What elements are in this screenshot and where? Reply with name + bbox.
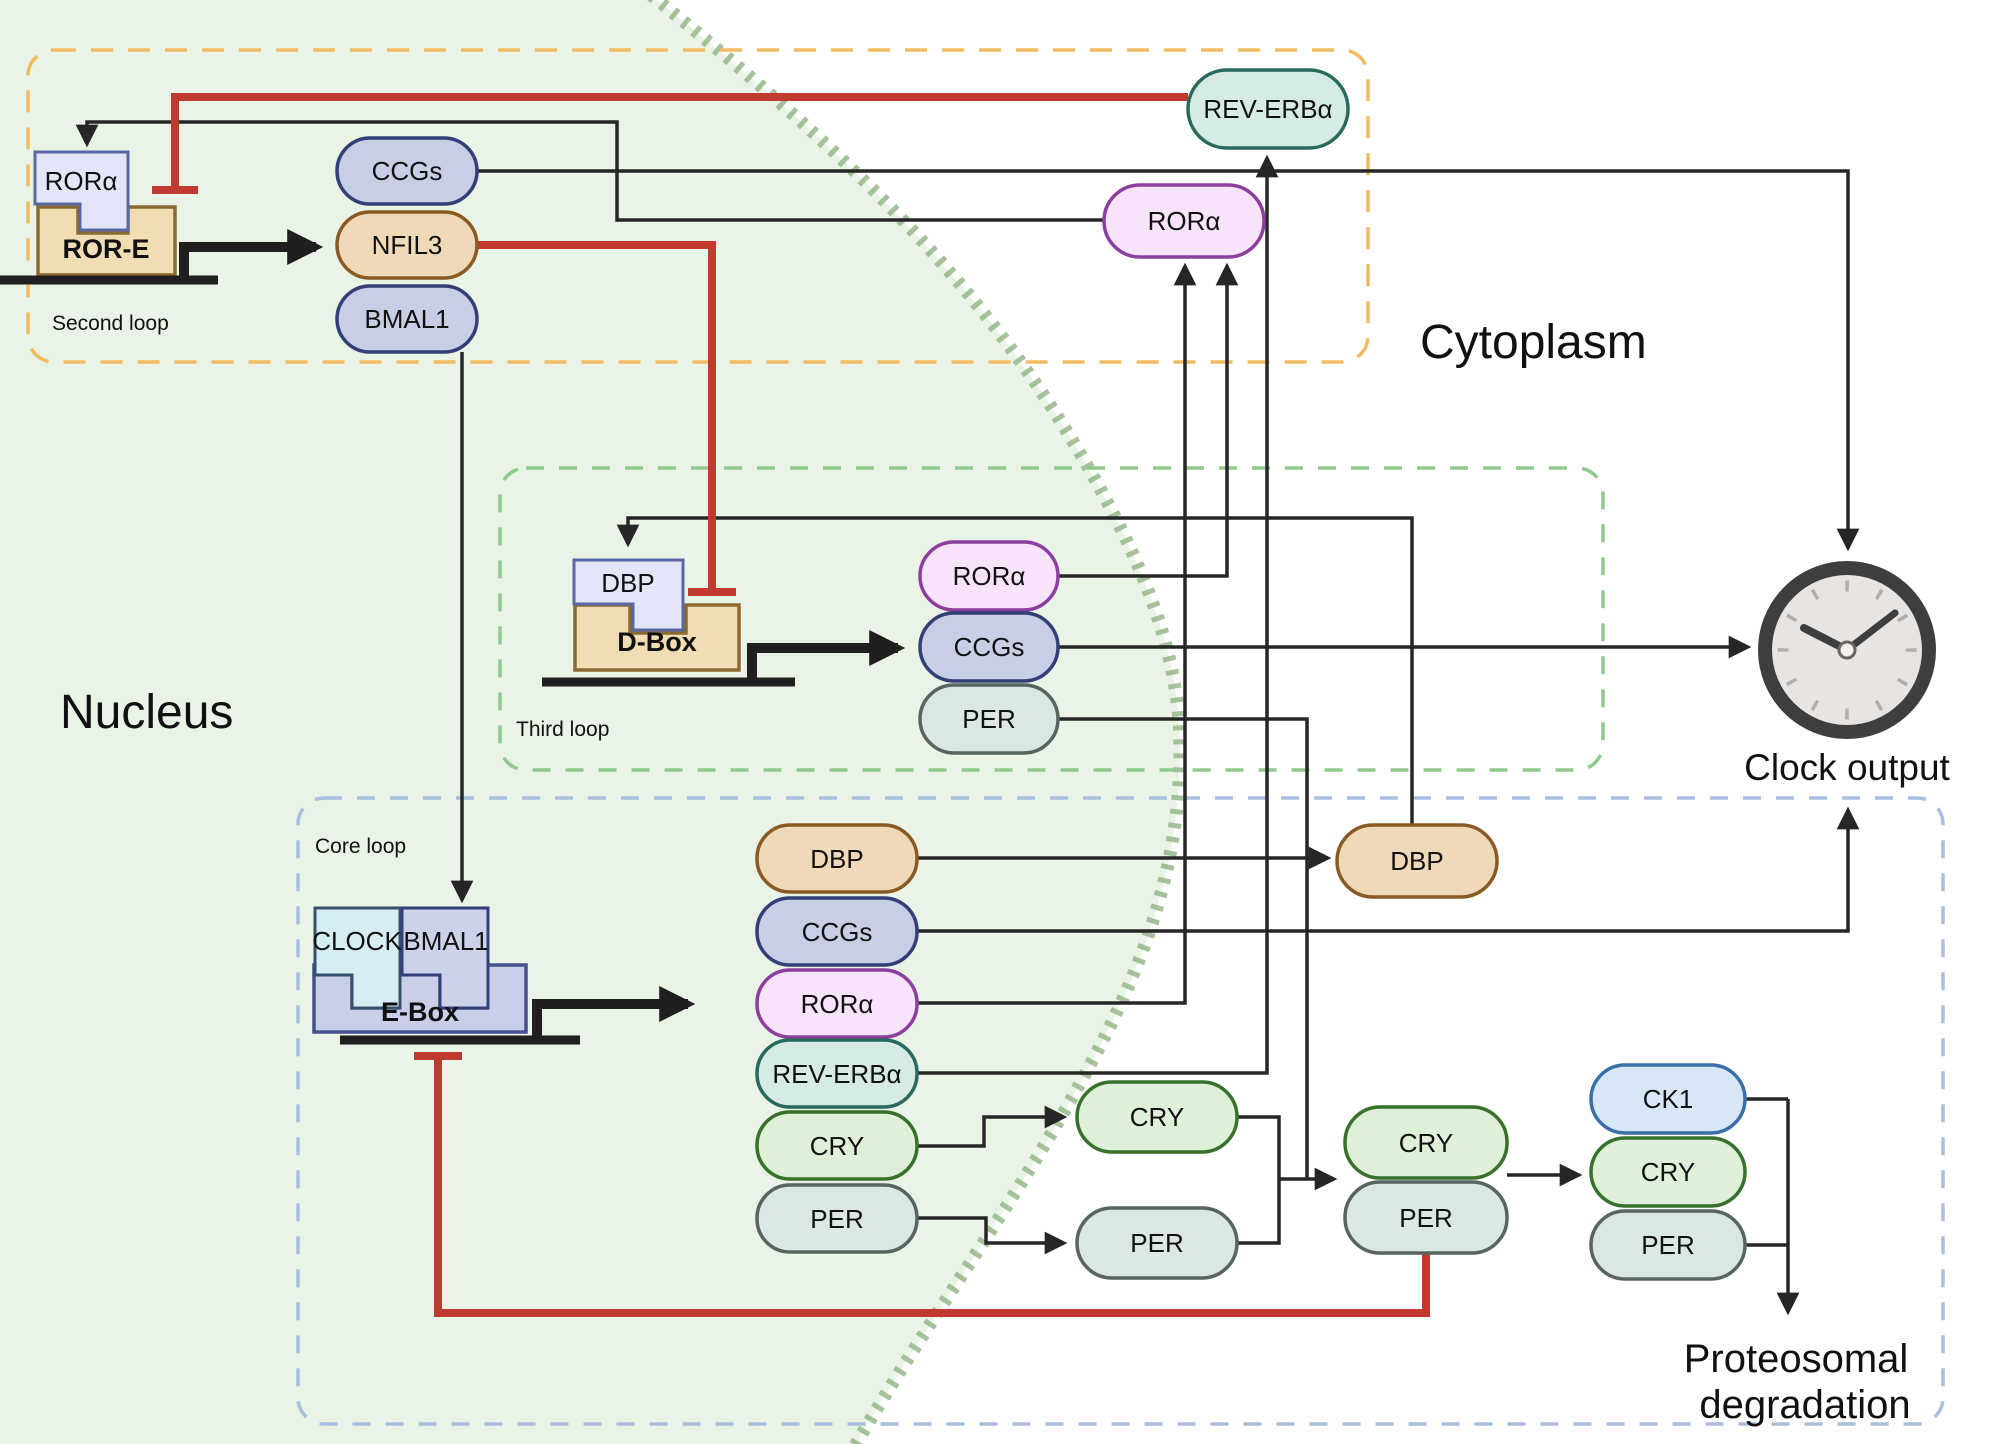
clock-icon (1758, 561, 1936, 739)
pill-rora-cyt-label: RORα (1148, 206, 1221, 236)
red-per-to-ebox (434, 1060, 1430, 1317)
pill-rora-core-label: RORα (801, 989, 874, 1019)
clock-center-pin (1837, 640, 1857, 660)
degradation-label-line2: degradation (1699, 1383, 1910, 1427)
second-loop-label: Second loop (52, 312, 169, 335)
pill-dbp-core-label: DBP (810, 844, 863, 874)
pill-rora-third: RORα (918, 540, 1060, 612)
pill-bmal1-second: BMAL1 (335, 284, 479, 354)
pill-per-cyt1: PER (1075, 1206, 1239, 1280)
ebox-box-label: E-Box (381, 997, 459, 1027)
line-cry1-bracket (1237, 1115, 1281, 1179)
line-ccgs-core-to-clockoutput (917, 806, 1860, 933)
pill-reverba-cyt: REV-ERBα (1186, 68, 1350, 150)
pill-cry-core-label: CRY (810, 1131, 864, 1161)
line-rora-core-to-cyt (917, 262, 1197, 1005)
line-rora3-to-rora-cyt (1058, 262, 1239, 578)
pill-per-ck1-label: PER (1641, 1230, 1694, 1260)
pill-cry-cyt1-label: CRY (1130, 1102, 1184, 1132)
dbp-puzzle-piece (572, 558, 685, 632)
pill-ccgs-second-label: CCGs (372, 156, 443, 186)
dbp-piece-label: DBP (601, 568, 654, 598)
line-per1-bracket (1237, 1179, 1281, 1245)
line-per3-join (1058, 717, 1309, 1179)
line-rora-cyt-to-rore (75, 120, 1104, 222)
pill-per-core-label: PER (810, 1204, 863, 1234)
pill-dbp-cyt: DBP (1335, 823, 1499, 899)
pill-per-dimer: PER (1343, 1180, 1509, 1255)
line-ccgs2-to-clock (477, 169, 1860, 552)
rora-piece-label: RORα (45, 166, 118, 196)
rora-puzzle-piece (33, 150, 130, 232)
pill-dbp-core: DBP (755, 823, 919, 894)
nucleus-label: Nucleus (60, 686, 233, 739)
clock-output-label: Clock output (1744, 747, 1950, 788)
pill-ck1: CK1 (1589, 1063, 1747, 1135)
clock-minute-hand (1843, 609, 1899, 654)
line-per-core-to-cyt (917, 1216, 1068, 1255)
line-reverba-core-to-cyt (917, 154, 1279, 1075)
pill-rora-core: RORα (755, 968, 919, 1039)
pill-nfil3-label: NFIL3 (372, 230, 443, 260)
ebox-transcription-arrow (532, 986, 696, 1038)
pill-per-cyt1-label: PER (1130, 1228, 1183, 1258)
line-dbp-cyt-to-dbox (616, 516, 1414, 825)
pill-per-third: PER (918, 683, 1060, 755)
pill-ccgs-third: CCGs (918, 611, 1060, 683)
dbox-box-label: D-Box (617, 627, 697, 657)
pill-reverba-core-label: REV-ERBα (772, 1059, 901, 1089)
pill-reverba-cyt-label: REV-ERBα (1203, 94, 1332, 124)
core-loop-label: Core loop (315, 835, 406, 858)
pill-nfil3: NFIL3 (335, 210, 479, 280)
pill-ccgs-core: CCGs (755, 896, 919, 967)
pill-bmal1-second-label: BMAL1 (364, 304, 449, 334)
bmal1-piece-label: BMAL1 (403, 926, 488, 956)
pill-cry-dimer-label: CRY (1399, 1128, 1453, 1158)
rore-gene-complex: RORα ROR-E (0, 150, 324, 285)
clock-puzzle-piece (313, 906, 402, 1010)
third-loop-label: Third loop (516, 718, 609, 741)
pill-cry-ck1-label: CRY (1641, 1157, 1695, 1187)
rore-box-label: ROR-E (63, 234, 150, 264)
core-loop-box (296, 796, 1945, 1426)
nuclear-membrane-dotted (646, 0, 1187, 1444)
pill-rora-third-label: RORα (953, 561, 1026, 591)
pill-rora-cyt: RORα (1102, 183, 1266, 259)
pill-cry-ck1: CRY (1589, 1136, 1747, 1208)
second-loop-box (26, 48, 1370, 364)
dbox-transcription-arrow (747, 630, 906, 680)
pill-per-dimer-label: PER (1399, 1203, 1452, 1233)
red-reverba-to-rore (171, 93, 1188, 186)
cytoplasm-label: Cytoplasm (1420, 316, 1647, 369)
pill-cry-core: CRY (755, 1110, 919, 1181)
pill-cry-dimer: CRY (1343, 1105, 1509, 1180)
bmal1-puzzle-piece (400, 906, 490, 1010)
line-cry-core-to-cyt (917, 1105, 1068, 1148)
pill-ccgs-third-label: CCGs (954, 632, 1025, 662)
pill-dbp-cyt-label: DBP (1390, 846, 1443, 876)
pill-ccgs-core-label: CCGs (802, 917, 873, 947)
pill-per-ck1: PER (1589, 1209, 1747, 1281)
pill-reverba-core: REV-ERBα (755, 1038, 919, 1109)
clock-piece-label: CLOCK (312, 926, 402, 956)
pill-ck1-label: CK1 (1643, 1084, 1694, 1114)
degradation-label-line1: Proteosomal (1684, 1337, 1909, 1381)
ebox-gene-complex: CLOCK BMAL1 E-Box (312, 906, 696, 1045)
rore-transcription-arrow (179, 229, 324, 278)
pill-per-third-label: PER (962, 704, 1015, 734)
red-nfil3-to-dbox (477, 241, 716, 588)
pill-cry-cyt1: CRY (1075, 1080, 1239, 1154)
pill-per-core: PER (755, 1183, 919, 1254)
pill-ccgs-second: CCGs (335, 136, 479, 206)
dbox-box (573, 603, 741, 672)
dbox-gene-complex: DBP D-Box (542, 558, 906, 687)
